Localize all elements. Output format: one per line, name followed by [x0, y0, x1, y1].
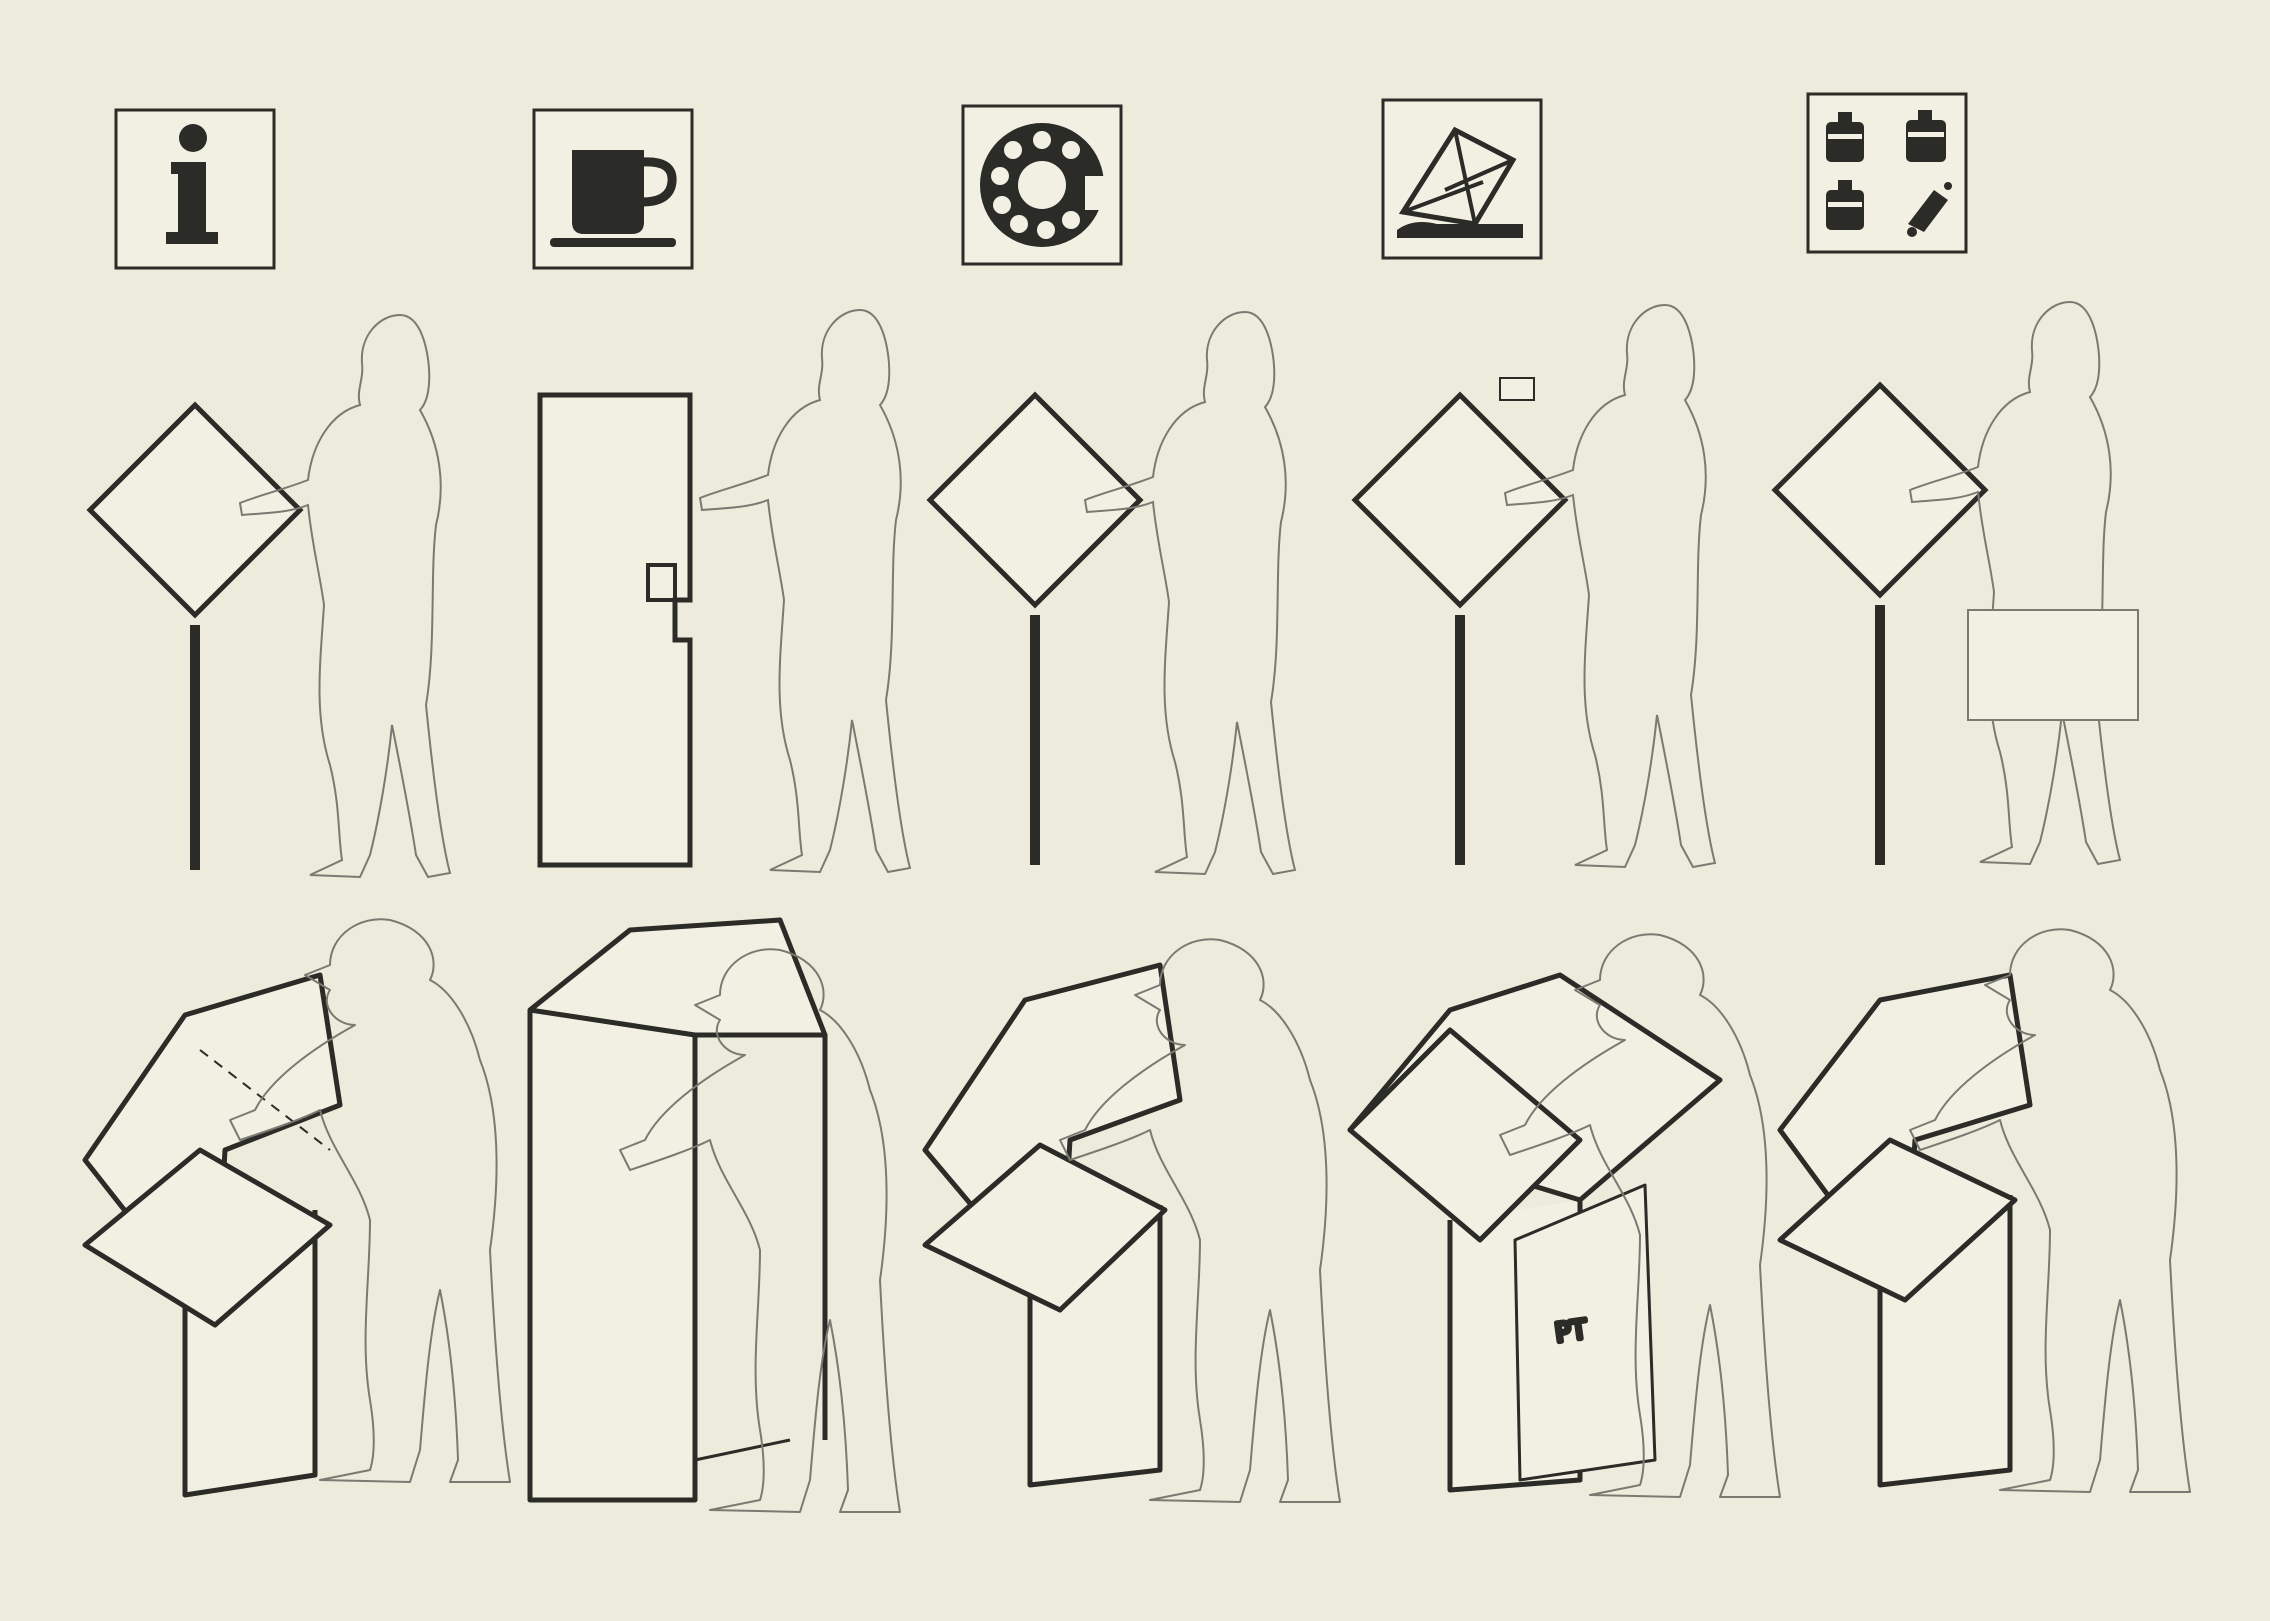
sign-post-luggage — [1775, 302, 2138, 865]
booth-mail: PT — [1350, 934, 1780, 1497]
kiosk-booth-row: PT — [85, 919, 2190, 1512]
booth-information — [85, 919, 510, 1495]
mail-envelope-icon — [1383, 100, 1541, 258]
booth-luggage — [1780, 929, 2190, 1492]
coffee-vending-machine — [540, 310, 910, 872]
sign-post-telephone — [930, 312, 1295, 874]
pictogram-row — [116, 94, 1966, 268]
coffee-cup-icon — [534, 110, 692, 268]
sign-post-row — [90, 302, 2138, 877]
booth-telephone — [925, 939, 1340, 1502]
booth-marking-text: PT — [1553, 1315, 1589, 1349]
sign-post-information — [90, 315, 450, 877]
luggage-lockers-icon — [1808, 94, 1966, 252]
information-i-icon — [116, 110, 274, 268]
sign-post-mail — [1355, 305, 1715, 867]
booth-telephone-cabin — [530, 920, 900, 1512]
rotary-telephone-dial-icon — [963, 106, 1121, 264]
